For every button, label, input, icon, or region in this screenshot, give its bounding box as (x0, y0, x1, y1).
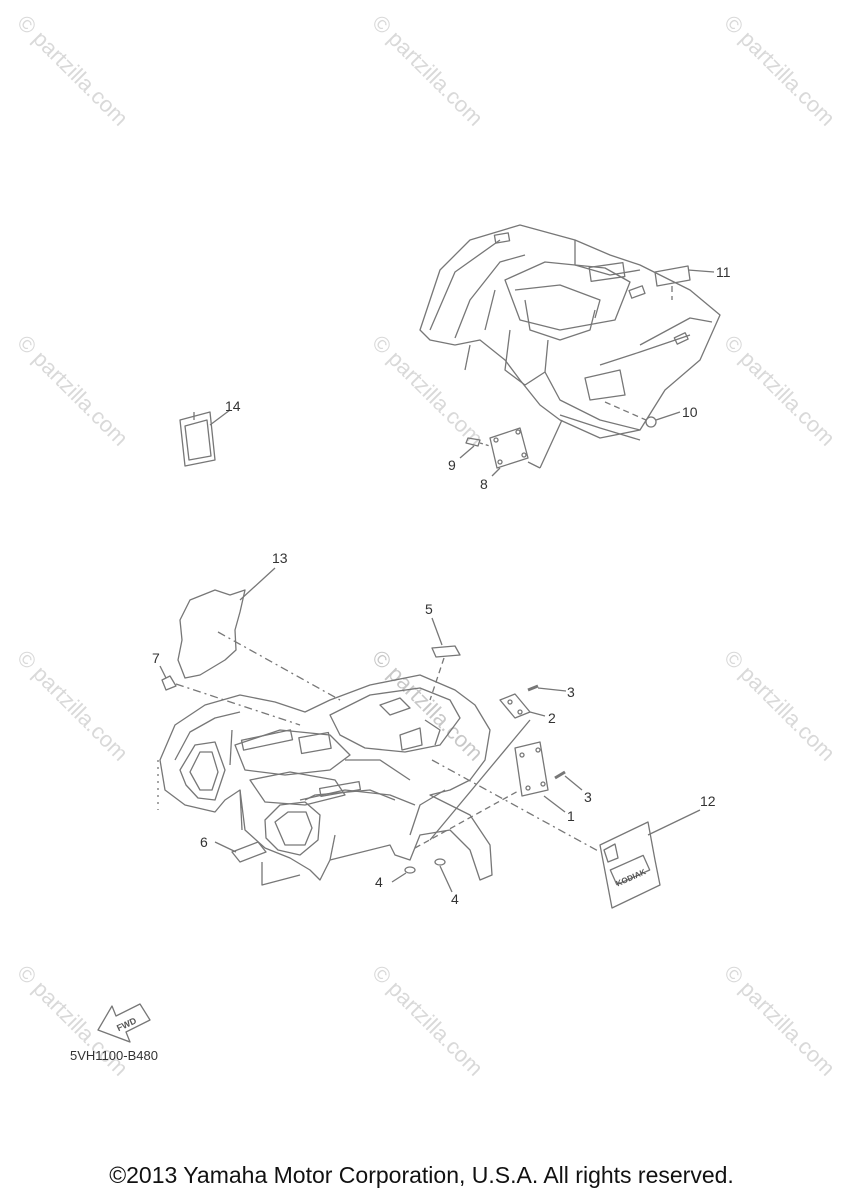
plate-1 (514, 741, 549, 797)
copyright-notice: ©2013 Yamaha Motor Corporation, U.S.A. A… (109, 1162, 734, 1188)
leader-line (564, 775, 583, 791)
leader-line (391, 872, 407, 883)
decal-6 (231, 841, 267, 863)
rear-fender (419, 224, 721, 441)
leader-line (239, 567, 276, 601)
leader-line (529, 711, 546, 717)
grommet-4 (404, 866, 416, 874)
leader-line (537, 687, 567, 692)
cap-7 (161, 675, 177, 691)
decal-11 (654, 265, 691, 287)
callout-3: 3 (584, 789, 592, 805)
callout-10: 10 (682, 404, 698, 420)
bolt-3 (554, 770, 566, 780)
screw-9 (465, 437, 481, 447)
callout-13: 13 (272, 550, 288, 566)
callout-11: 11 (716, 264, 731, 280)
pad-13 (177, 589, 246, 679)
callout-3: 3 (567, 684, 575, 700)
leader-line (647, 809, 701, 836)
leader-line (655, 411, 681, 421)
label-14 (179, 411, 216, 467)
callout-4: 4 (375, 874, 383, 890)
decal-5 (431, 645, 461, 658)
leader-line (429, 657, 445, 701)
leader-line (175, 683, 301, 726)
decal-12 (599, 821, 661, 909)
leader-line (261, 862, 301, 886)
leader-line (214, 841, 237, 853)
bracket-2 (499, 693, 531, 719)
leader-line (439, 865, 453, 893)
leader-line (459, 445, 475, 459)
leader-line (217, 631, 341, 701)
callout-2: 2 (548, 710, 556, 726)
fwd-label: FWD (115, 1015, 138, 1033)
bolt-3 (527, 684, 539, 692)
callout-4: 4 (451, 891, 459, 907)
leader-line (687, 269, 715, 273)
leader-line (209, 409, 231, 426)
leader-line (543, 795, 566, 813)
leader-line (539, 419, 563, 469)
leader-line (429, 719, 531, 841)
callout-7: 7 (152, 650, 160, 666)
callout-9: 9 (448, 457, 456, 473)
leader-line (604, 401, 647, 421)
callout-5: 5 (425, 601, 433, 617)
fwd-arrow-icon (97, 1003, 151, 1043)
callout-1: 1 (567, 808, 575, 824)
callout-8: 8 (480, 476, 488, 492)
callout-12: 12 (700, 793, 716, 809)
grommet-4 (434, 858, 446, 866)
part-code: 5VH1100-B480 (70, 1048, 158, 1063)
leader-line (491, 467, 501, 477)
leader-line (431, 759, 601, 853)
callout-6: 6 (200, 834, 208, 850)
leader-line (527, 461, 541, 469)
plate-8 (489, 427, 529, 469)
front-fender (157, 674, 493, 881)
leader-line (159, 665, 167, 679)
callout-14: 14 (225, 398, 241, 414)
leader-line (431, 617, 443, 646)
kodiak-decal-text: KODIAK (615, 867, 648, 888)
grommet-10 (645, 416, 657, 428)
